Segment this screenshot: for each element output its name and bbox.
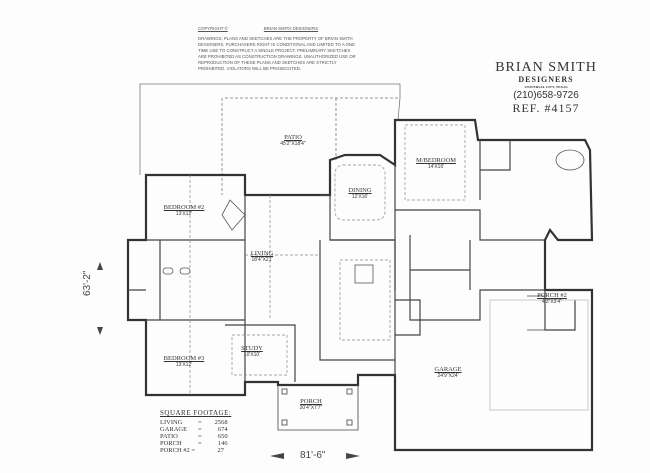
room-size: 18'4"X21' xyxy=(251,257,273,263)
sqft-value: 2568 xyxy=(214,419,228,426)
room-size: 45'2"X18'4" xyxy=(280,141,306,147)
ceiling-lines xyxy=(189,124,466,395)
sqft-row: PORCH #2 = 27 xyxy=(160,447,231,454)
dimension-arrows xyxy=(97,262,360,459)
sqft-row: GARAGE=674 xyxy=(160,426,228,433)
room-size: 13'X12' xyxy=(175,362,193,368)
sqft-label: PATIO xyxy=(160,433,178,440)
designer-title-block: BRIAN SMITH DESIGNERS UNIVERSAL CITY, TE… xyxy=(486,60,606,115)
room-name: STUDY xyxy=(241,345,263,352)
arrow-left-icon xyxy=(270,453,284,459)
room-name: GARAGE xyxy=(434,366,462,373)
exterior-walls xyxy=(126,118,594,452)
room-size: 12'X16' xyxy=(351,194,369,200)
copyright-body: DRAWINGS, PLANS AND SKETCHES ARE THE PRO… xyxy=(198,36,356,71)
interior-walls xyxy=(128,140,576,382)
sqft-value: 27 xyxy=(217,447,225,454)
room-size: 13'X12' xyxy=(175,211,193,217)
room-size: 10'X10' xyxy=(243,352,261,358)
copyright-company: BRIAN SMITH DESIGNERS xyxy=(263,26,319,31)
arrow-right-icon xyxy=(346,453,360,459)
sqft-row: LIVING=2568 xyxy=(160,419,228,426)
room-name: BEDROOM #2 xyxy=(163,204,205,211)
square-footage-title: SQUARE FOOTAGE: xyxy=(160,409,232,417)
brand-sub: DESIGNERS xyxy=(518,75,574,84)
room-size: 20'4"X7'7" xyxy=(299,405,323,411)
brand-phone: (210)658-9726 xyxy=(513,90,579,101)
room-name: PORCH #2 xyxy=(537,292,567,299)
sqft-value: 146 xyxy=(217,440,228,447)
sqft-label: PORCH #2 = xyxy=(160,447,196,454)
sqft-label: LIVING xyxy=(160,419,183,426)
room-size: 4'3"X3'4" xyxy=(542,299,562,305)
porch-posts xyxy=(277,295,546,431)
brand-name: BRIAN SMITH xyxy=(495,60,597,75)
room-name: PORCH xyxy=(300,398,322,405)
room-name: DINING xyxy=(348,187,372,194)
square-footage-table: SQUARE FOOTAGE: LIVING=2568 GARAGE=674 P… xyxy=(160,409,232,455)
sqft-value: 674 xyxy=(217,426,228,433)
copyright-notice: COPYRIGHT © BRIAN SMITH DESIGNERS DRAWING… xyxy=(198,26,358,72)
sqft-value: 650 xyxy=(217,433,228,440)
room-name: BEDROOM #3 xyxy=(163,355,205,362)
sqft-label: GARAGE xyxy=(160,426,188,433)
plan-reference: REF. #4157 xyxy=(512,101,580,115)
fixtures xyxy=(162,149,589,411)
sqft-label: PORCH xyxy=(160,440,182,447)
patio-roof-outline xyxy=(139,83,401,195)
room-size: 14'X16' xyxy=(427,164,445,170)
sqft-row: PATIO=650 xyxy=(160,433,228,440)
arrow-down-icon xyxy=(97,327,103,335)
depth-dimension: 63'-2" xyxy=(82,270,93,296)
sqft-row: PORCH=146 xyxy=(160,440,228,447)
arrow-up-icon xyxy=(97,262,103,270)
width-dimension: 81'-6" xyxy=(300,450,326,461)
brand-city: UNIVERSAL CITY, TEXAS xyxy=(524,85,568,89)
room-size: 24'9"X24' xyxy=(437,373,459,379)
room-name: M/BEDROOM xyxy=(415,157,457,164)
room-name: PATIO xyxy=(284,134,302,141)
room-name: LIVING xyxy=(250,250,274,257)
copyright-label: COPYRIGHT © xyxy=(198,26,228,31)
